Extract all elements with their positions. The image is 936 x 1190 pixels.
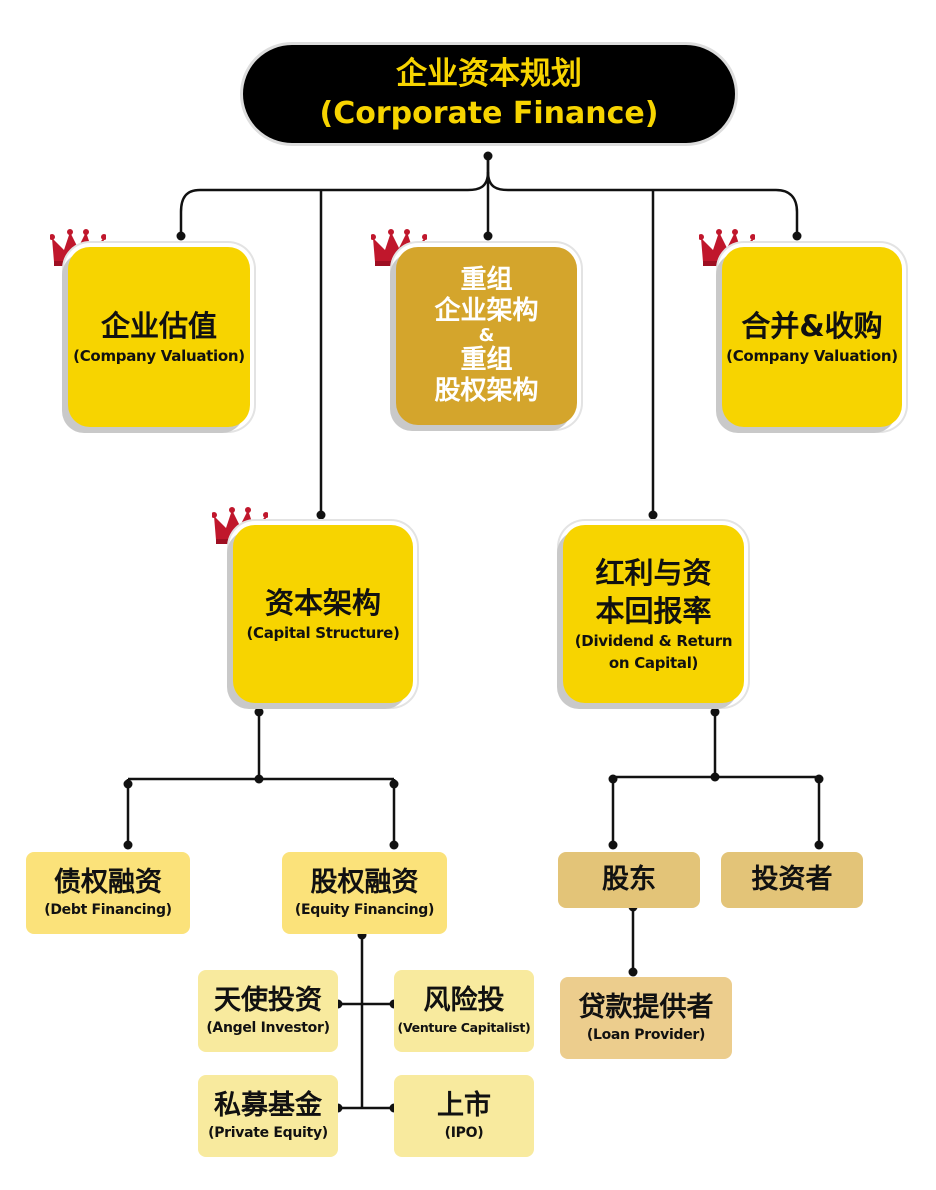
root-node: 企业资本规划 (Corporate Finance) (240, 42, 738, 146)
valuation-en: (Company Valuation) (73, 347, 245, 365)
restructure-line4: 股权架构 (434, 376, 539, 406)
capital-cn: 资本架构 (264, 586, 381, 620)
ipo-en: (IPO) (444, 1125, 484, 1141)
merger-node: 合并&收购 (Company Valuation) (722, 247, 902, 427)
venture-en: (Venture Capitalist) (397, 1020, 531, 1035)
root-title-cn: 企业资本规划 (396, 56, 582, 92)
root-title-en: (Corporate Finance) (319, 96, 659, 131)
dividend-cn1: 红利与资 (595, 556, 712, 590)
capital-node: 资本架构 (Capital Structure) (233, 525, 413, 703)
equity-node: 股权融资 (Equity Financing) (282, 852, 447, 934)
restructure-line1: 重组 (460, 265, 513, 295)
loan-provider-en: (Loan Provider) (586, 1027, 706, 1043)
valuation-cn: 企业估值 (100, 309, 217, 343)
private-equity-cn: 私募基金 (214, 1090, 322, 1121)
venture-cn: 风险投 (423, 985, 505, 1016)
venture-node: 风险投 (Venture Capitalist) (394, 970, 534, 1052)
ipo-cn: 上市 (437, 1090, 491, 1121)
equity-cn: 股权融资 (310, 867, 419, 898)
loan-provider-node: 贷款提供者 (Loan Provider) (560, 977, 732, 1059)
capital-en: (Capital Structure) (246, 624, 400, 642)
angel-node: 天使投资 (Angel Investor) (198, 970, 338, 1052)
restructure-line3: 重组 (460, 345, 513, 375)
restructure-amp: & (478, 325, 495, 346)
merger-cn: 合并&收购 (741, 309, 883, 343)
angel-cn: 天使投资 (214, 985, 322, 1016)
private-equity-en: (Private Equity) (208, 1125, 328, 1141)
dividend-en2: on Capital) (608, 654, 699, 672)
shareholder-node: 股东 (558, 852, 700, 908)
debt-cn: 债权融资 (54, 867, 162, 898)
valuation-node: 企业估值 (Company Valuation) (68, 247, 250, 427)
ipo-node: 上市 (IPO) (394, 1075, 534, 1157)
shareholder-cn: 股东 (602, 864, 656, 895)
dividend-node: 红利与资 本回报率 (Dividend & Return on Capital) (563, 525, 744, 703)
loan-provider-cn: 贷款提供者 (578, 992, 714, 1023)
private-equity-node: 私募基金 (Private Equity) (198, 1075, 338, 1157)
dividend-en1: (Dividend & Return (574, 632, 733, 650)
equity-en: (Equity Financing) (294, 902, 435, 918)
dividend-cn2: 本回报率 (595, 594, 712, 628)
merger-en: (Company Valuation) (726, 347, 898, 365)
investor-node: 投资者 (721, 852, 863, 908)
investor-cn: 投资者 (751, 864, 833, 895)
debt-node: 债权融资 (Debt Financing) (26, 852, 190, 934)
angel-en: (Angel Investor) (206, 1020, 330, 1036)
debt-en: (Debt Financing) (44, 902, 172, 918)
restructure-line2: 企业架构 (434, 296, 539, 326)
restructure-node: 重组 企业架构 & 重组 股权架构 (396, 247, 577, 425)
